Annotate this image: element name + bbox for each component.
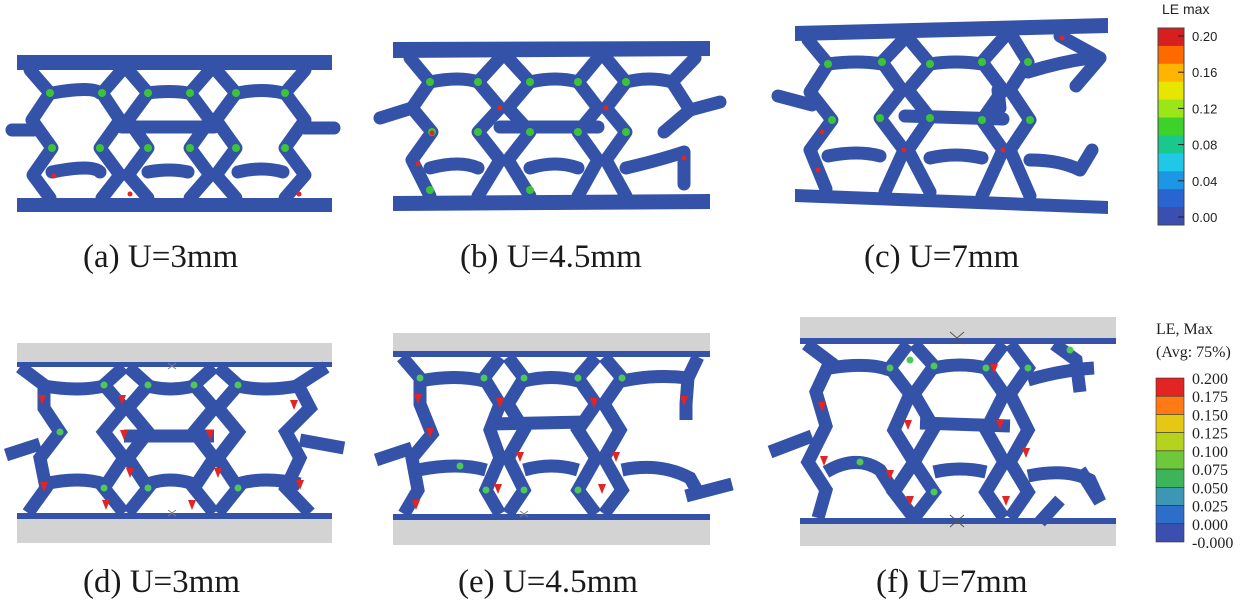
plate-top — [17, 343, 332, 365]
plate-top — [800, 317, 1116, 339]
legend-bottom-colorbar — [1155, 377, 1185, 543]
caption-d: (d) U=3mm — [83, 564, 240, 600]
legend-top-swatch — [1158, 81, 1184, 101]
legend-bottom: LE, Max (Avg: 75%) 0.2000.1750.1500.1250… — [1155, 321, 1233, 552]
panel-b — [373, 41, 727, 211]
legend-bottom-tick-label: 0.175 — [1192, 389, 1228, 406]
panel-a — [5, 55, 341, 212]
legend-top-swatch — [1158, 171, 1184, 190]
caption-a: (a) U=3mm — [83, 239, 238, 275]
legend-top-tick-label: 0.04 — [1192, 174, 1217, 189]
legend-bottom-tick-label: 0.125 — [1192, 426, 1228, 443]
legend-top-tick-label: 0.12 — [1192, 101, 1217, 116]
legend-bottom-swatch — [1155, 487, 1185, 506]
legend-bottom-tick-label: 0.150 — [1192, 407, 1228, 424]
legend-top-tick-label: 0.08 — [1192, 138, 1217, 153]
legend-top-swatch — [1158, 117, 1184, 136]
legend-bottom-tick-label: -0.000 — [1192, 535, 1233, 552]
caption-b: (b) U=4.5mm — [460, 239, 642, 275]
legend-bottom-swatch — [1155, 377, 1185, 397]
legend-bottom-title-2: (Avg: 75%) — [1156, 344, 1231, 361]
legend-bottom-swatch — [1155, 450, 1185, 470]
legend-bottom-tick-label: 0.100 — [1192, 444, 1228, 461]
panel-d — [3, 343, 346, 543]
caption-f: (f) U=7mm — [876, 564, 1028, 600]
legend-top-title: LE max — [1162, 1, 1209, 17]
legend-top-swatch — [1158, 63, 1184, 83]
legend-bottom-swatch — [1155, 414, 1185, 433]
plate-bottom — [800, 523, 1116, 546]
legend-top-colorbar — [1157, 27, 1185, 226]
legend-bottom-swatch — [1155, 395, 1185, 415]
plate-bottom — [393, 519, 710, 545]
legend-top: LE max 0.20 0.16 0.12 0.08 0.04 0.00 — [1157, 1, 1217, 226]
legend-bottom-tick-label: 0.025 — [1192, 499, 1228, 516]
legend-bottom-tick-label: 0.075 — [1192, 462, 1228, 479]
legend-bottom-swatch — [1155, 432, 1185, 452]
legend-bottom-tick-label: 0.200 — [1192, 371, 1228, 388]
legend-top-tick-label: 0.16 — [1192, 65, 1217, 80]
legend-bottom-title-1: LE, Max — [1156, 321, 1213, 338]
legend-top-swatch — [1158, 153, 1184, 172]
legend-top-tick-label: 0.20 — [1192, 29, 1217, 44]
legend-bottom-swatch — [1155, 468, 1185, 488]
legend-top-swatch — [1158, 28, 1184, 47]
legend-bottom-swatch — [1155, 505, 1185, 525]
legend-top-swatch — [1158, 45, 1184, 65]
legend-bottom-swatch — [1155, 523, 1185, 543]
legend-bottom-tick-label: 0.050 — [1192, 480, 1228, 497]
caption-e: (e) U=4.5mm — [458, 564, 638, 600]
panel-f — [767, 317, 1116, 546]
legend-top-swatch — [1158, 207, 1184, 226]
caption-c: (c) U=7mm — [864, 239, 1019, 275]
plate-bottom — [17, 518, 332, 543]
legend-bottom-tick-label: 0.000 — [1192, 517, 1228, 534]
legend-top-swatch — [1158, 189, 1184, 208]
plate-top — [393, 333, 710, 353]
legend-top-swatch — [1158, 135, 1184, 154]
legend-top-tick-label: 0.00 — [1192, 210, 1217, 225]
panel-c — [771, 18, 1108, 214]
legend-top-ticks: 0.20 0.16 0.12 0.08 0.04 0.00 — [1178, 29, 1217, 225]
legend-top-swatch — [1158, 99, 1184, 119]
panel-e — [373, 333, 734, 545]
